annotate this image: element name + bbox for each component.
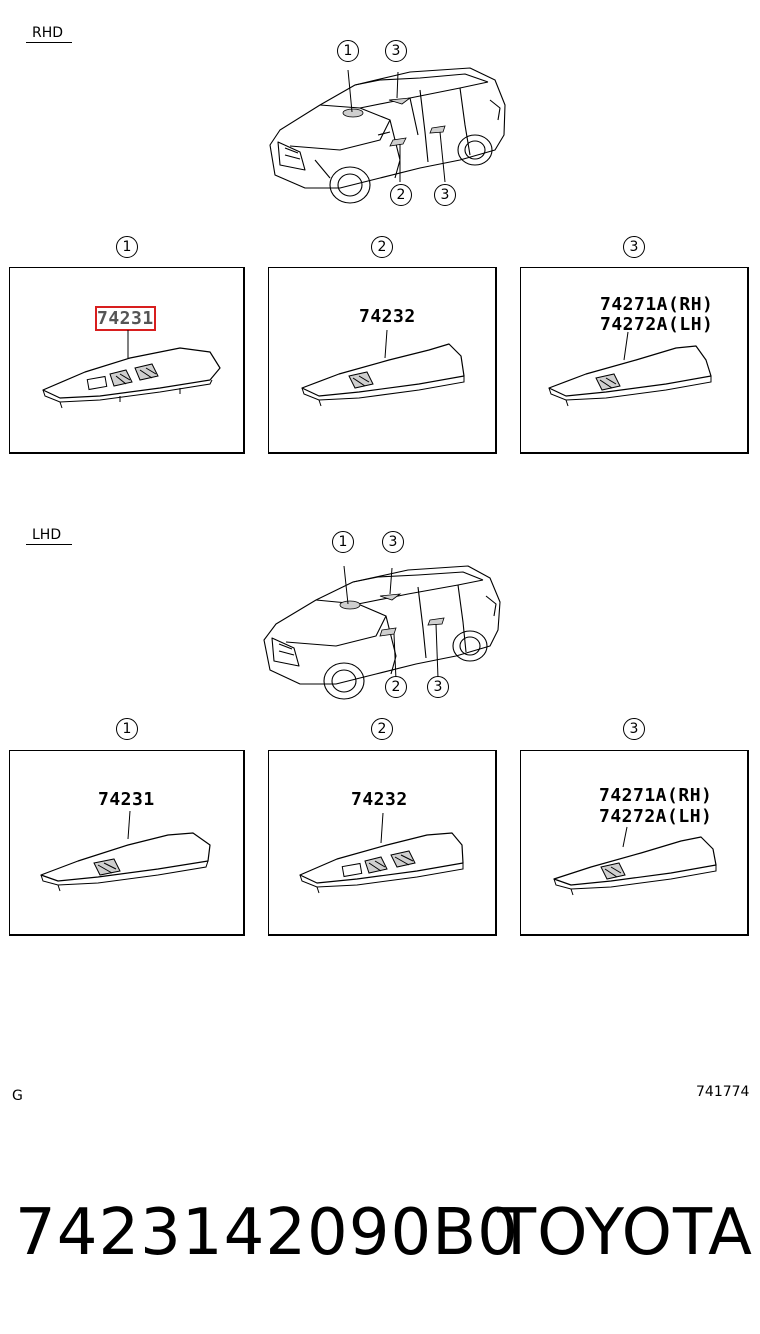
panel-header-lhd-2: 2 — [371, 718, 393, 740]
callout-rhd-car-3-bottom: 3 — [434, 184, 456, 206]
part-label-74232: 74232 — [351, 789, 408, 810]
panel-lhd-2: 74232 — [268, 750, 497, 936]
part-label-74272A-lh: 74272A(LH) — [599, 806, 713, 827]
callout-lhd-car-3-bottom: 3 — [427, 676, 449, 698]
diagram-id: 741774 — [696, 1084, 750, 1100]
callout-lhd-car-3-top: 3 — [382, 531, 404, 553]
callout-rhd-car-3-top: 3 — [385, 40, 407, 62]
section-label-rhd: RHD — [32, 25, 64, 41]
part-number: 7423142090B0 — [15, 1196, 519, 1270]
panel-rhd-2: 74232 — [268, 267, 497, 454]
part-label-74272A-lh: 74272A(LH) — [600, 314, 714, 335]
panel-lhd-1: 74231 — [9, 750, 245, 936]
part-label-74231-highlighted[interactable]: 74231 — [95, 306, 156, 331]
panel-header-rhd-2: 2 — [371, 236, 393, 258]
section-label-underline — [26, 544, 72, 545]
callout-rhd-car-2: 2 — [390, 184, 412, 206]
part-label-74232: 74232 — [359, 306, 416, 327]
part-label-74271A-rh: 74271A(RH) — [600, 294, 714, 315]
brand-name: TOYOTA — [497, 1196, 753, 1270]
panel-header-rhd-1: 1 — [116, 236, 138, 258]
switch-base-drawing — [42, 330, 221, 409]
switch-base-drawing — [553, 826, 717, 896]
switch-base-drawing — [40, 810, 211, 892]
panel-header-rhd-3: 3 — [623, 236, 645, 258]
callout-lhd-car-2: 2 — [385, 676, 407, 698]
car-illustration-lhd — [263, 565, 501, 700]
switch-base-drawing — [301, 329, 465, 407]
panel-rhd-1: 74231 — [9, 267, 245, 454]
section-label-underline — [26, 42, 72, 43]
section-label-lhd: LHD — [32, 527, 62, 543]
part-label-74231: 74231 — [98, 789, 155, 810]
panel-rhd-3: 74271A(RH) 74272A(LH) — [520, 267, 749, 454]
footer-left-code: G — [12, 1088, 23, 1104]
panel-lhd-3: 74271A(RH) 74272A(LH) — [520, 750, 749, 936]
car-illustration-rhd — [269, 67, 506, 204]
panel-header-lhd-1: 1 — [116, 718, 138, 740]
switch-base-drawing — [548, 331, 712, 407]
callout-rhd-car-1: 1 — [337, 40, 359, 62]
callout-lhd-car-1: 1 — [332, 531, 354, 553]
panel-header-lhd-3: 3 — [623, 718, 645, 740]
switch-base-drawing — [299, 812, 464, 894]
part-label-74271A-rh: 74271A(RH) — [599, 785, 713, 806]
